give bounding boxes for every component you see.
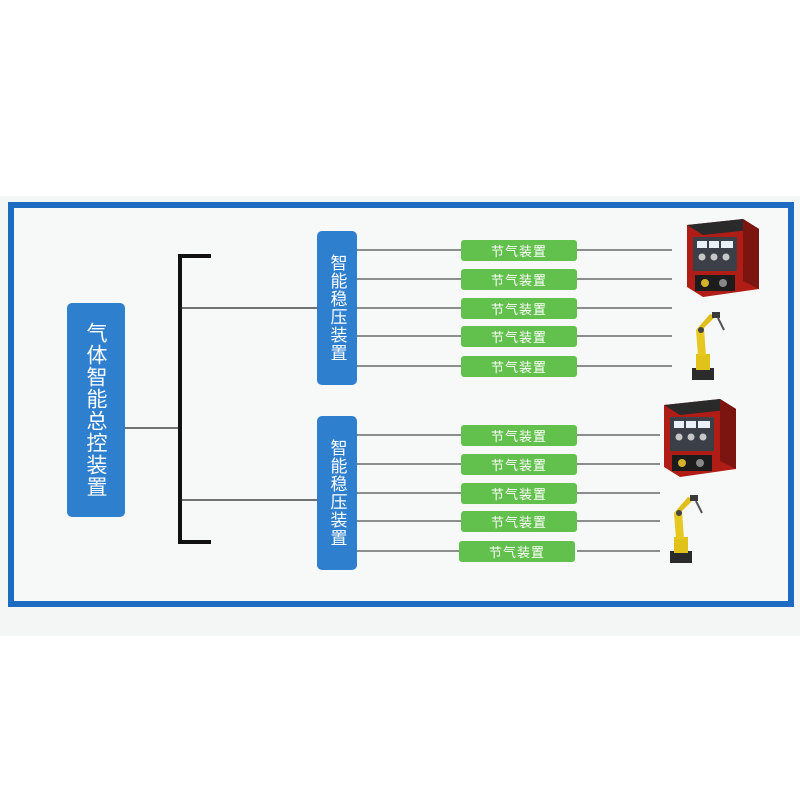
gas-saver-box: 节气装置 bbox=[459, 541, 575, 562]
welding-machine-icon bbox=[664, 399, 736, 477]
gas-saver-box: 节气装置 bbox=[461, 356, 577, 377]
gas-saver-box: 节气装置 bbox=[461, 298, 577, 319]
welding-machine-icon bbox=[687, 219, 759, 297]
gas-saver-box: 节气装置 bbox=[461, 425, 577, 446]
welding-robot-icon bbox=[692, 312, 725, 380]
gas-master-control-unit: 气体智能总控装置 bbox=[67, 303, 125, 517]
gas-saver-box: 节气装置 bbox=[461, 326, 577, 347]
gas-saver-box: 节气装置 bbox=[461, 269, 577, 290]
welding-robot-icon bbox=[670, 495, 703, 563]
pressure-stabilizer-2: 智能稳压装置 bbox=[317, 416, 357, 570]
diagram-frame bbox=[8, 202, 794, 607]
gas-saver-box: 节气装置 bbox=[461, 454, 577, 475]
pressure-stabilizer-1: 智能稳压装置 bbox=[317, 231, 357, 385]
gas-saver-box: 节气装置 bbox=[461, 240, 577, 261]
bracket bbox=[178, 254, 211, 544]
gas-saver-box: 节气装置 bbox=[461, 483, 577, 504]
row-lines-group-1 bbox=[357, 249, 672, 367]
row-lines-group-2 bbox=[357, 434, 660, 552]
gas-saver-box: 节气装置 bbox=[461, 511, 577, 532]
